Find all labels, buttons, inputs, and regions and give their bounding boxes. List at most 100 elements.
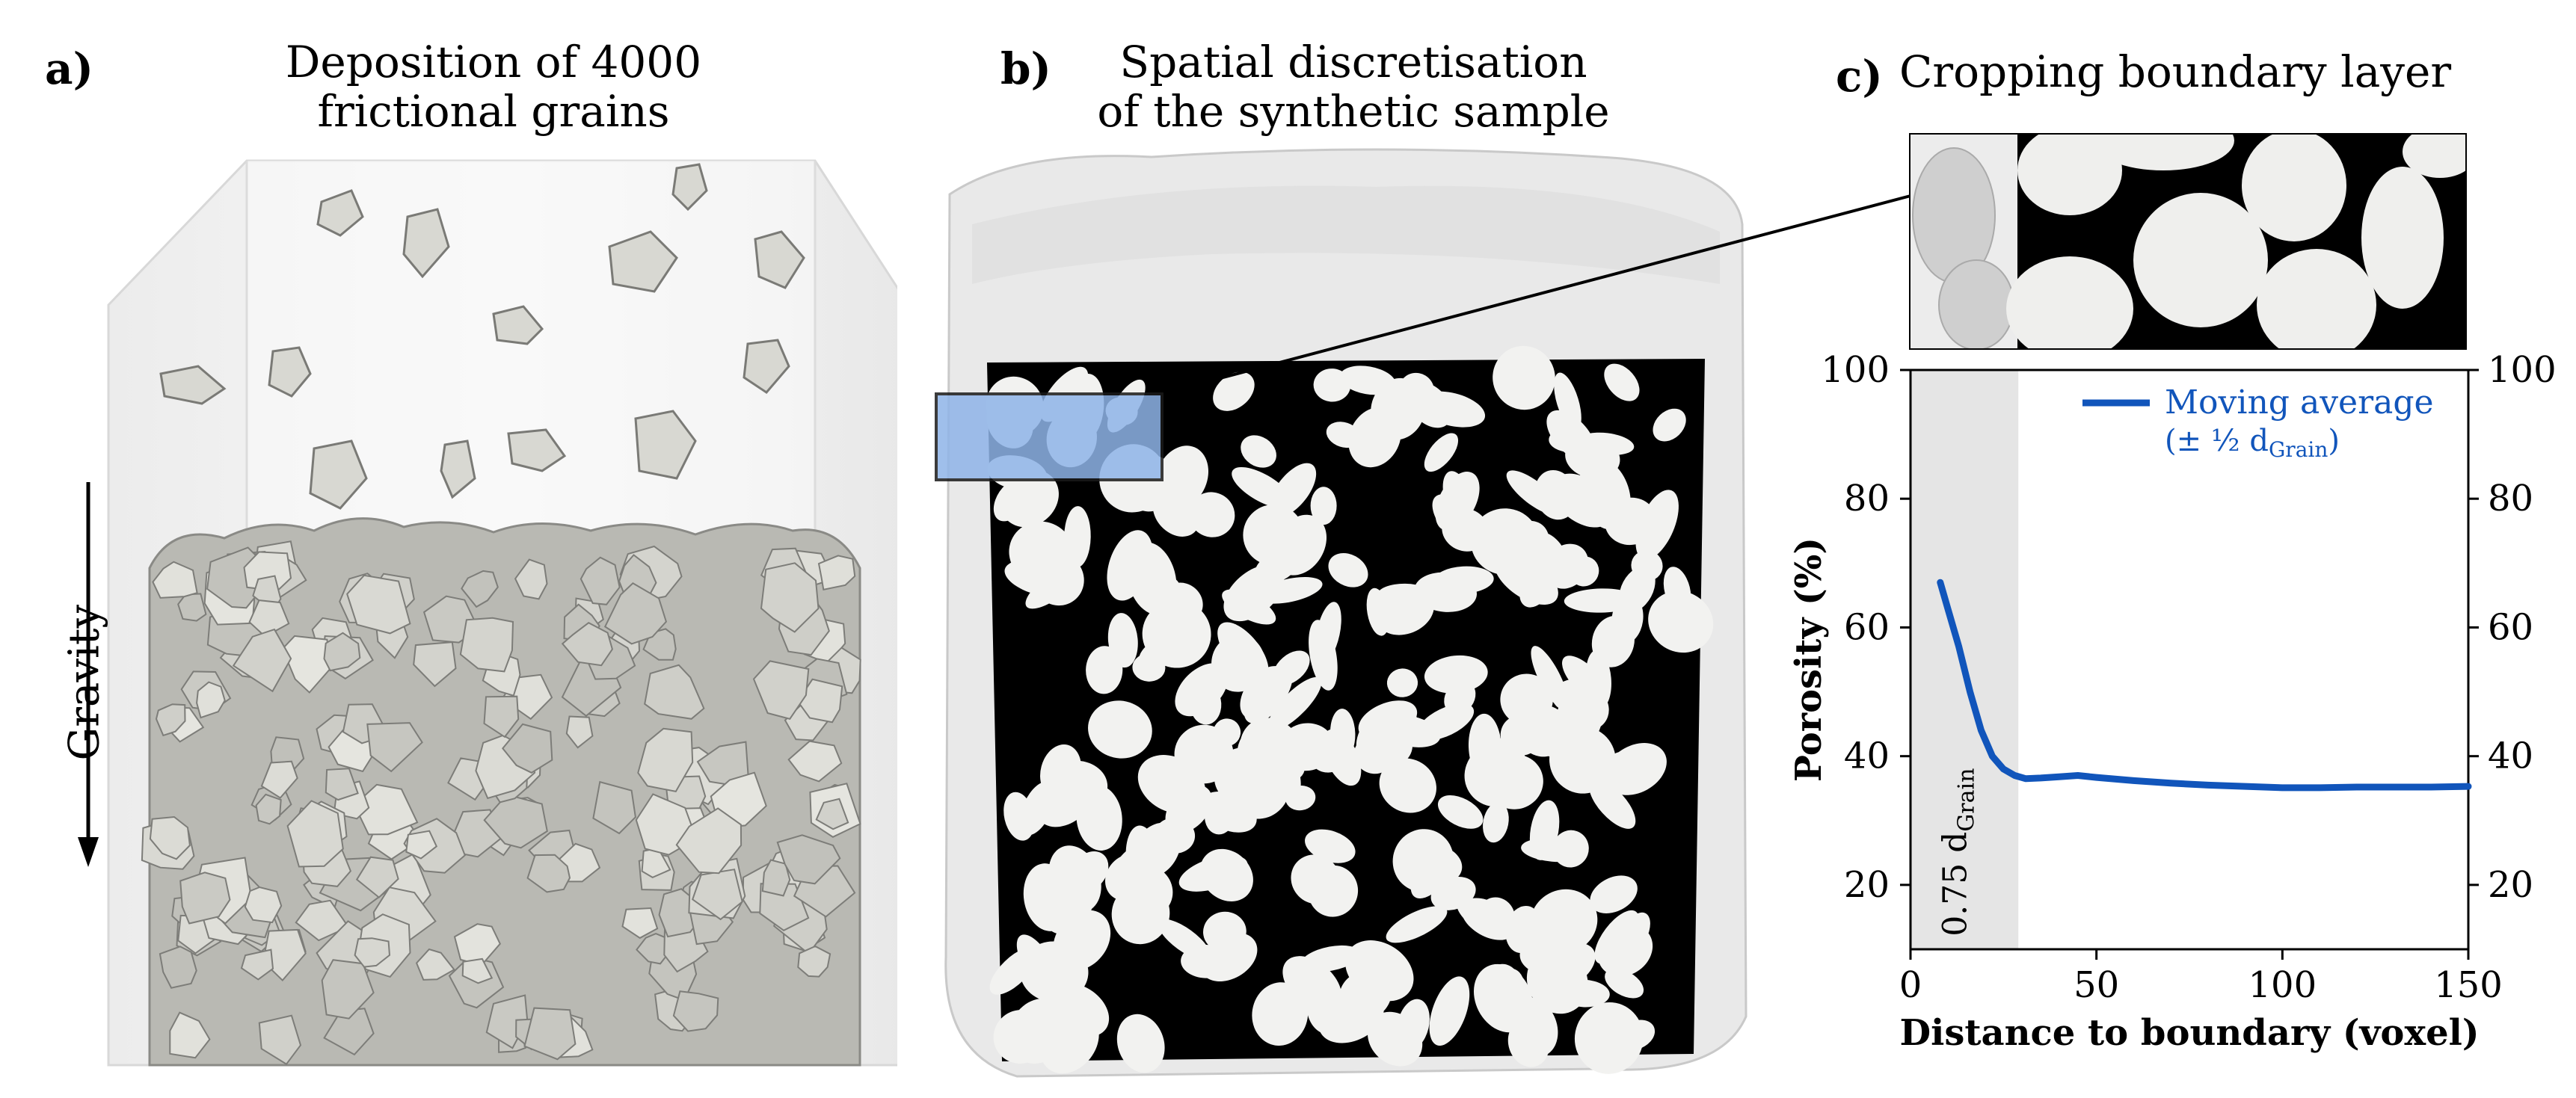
pile-grain xyxy=(483,695,520,738)
slice-grain xyxy=(1217,622,1269,681)
slice-grain xyxy=(1424,655,1488,694)
slice-grain xyxy=(1379,758,1436,813)
slice-grain xyxy=(1306,985,1343,1034)
pile-grain xyxy=(760,562,820,633)
slice-grain xyxy=(1178,855,1248,892)
slice-grain xyxy=(1122,860,1152,908)
slice-grain xyxy=(1279,723,1335,771)
pile-grain xyxy=(354,937,391,968)
right-y-tick-label: 100 xyxy=(2488,351,2557,391)
slice-grain xyxy=(1653,408,1686,442)
panel-b-title-line1: Spatial discretisation xyxy=(1119,37,1587,87)
pile-grain xyxy=(675,807,743,875)
slice-grain xyxy=(1564,588,1638,613)
panel-c-title: Cropping boundary layer xyxy=(1899,46,2452,97)
pile-grain xyxy=(523,1007,577,1061)
slice-grain xyxy=(1269,463,1317,517)
slice-grain xyxy=(1481,728,1524,784)
pile-grain xyxy=(621,907,659,940)
pile-grain xyxy=(155,703,186,737)
y-tick-label: 100 xyxy=(1821,351,1890,391)
legend-label-line2: (± ½ dGrain) xyxy=(2165,424,2340,462)
slice-grain xyxy=(1532,718,1581,761)
pile-grain xyxy=(346,574,411,635)
pile-grain xyxy=(295,899,350,942)
slice-grain xyxy=(1326,422,1362,448)
pile-grain xyxy=(244,886,283,924)
panel-a-title-line2: frictional grains xyxy=(317,86,670,137)
pile-grain xyxy=(502,723,553,774)
slice-grain xyxy=(1554,372,1581,431)
pile-grain xyxy=(255,793,282,825)
falling-grain xyxy=(743,339,790,394)
pile-grain xyxy=(177,593,207,622)
zoom-inset xyxy=(1909,133,2467,350)
falling-grain xyxy=(671,163,708,212)
slice-grain xyxy=(1367,1011,1423,1067)
slice-grain xyxy=(1315,602,1341,664)
pile-grain xyxy=(461,957,494,984)
slice-grain xyxy=(1433,566,1494,594)
slice-grain xyxy=(1493,345,1555,410)
pile-grain xyxy=(526,854,571,893)
pile-grain xyxy=(483,793,548,849)
slice-grain xyxy=(1116,558,1152,598)
inset-grains xyxy=(2006,133,2467,350)
pile-grain xyxy=(286,800,344,868)
pile-grain xyxy=(323,632,361,672)
slice-grain xyxy=(1589,779,1636,829)
pile-grain xyxy=(232,628,292,693)
pile-grain xyxy=(262,928,307,982)
slice-grain xyxy=(1131,822,1181,878)
slice-grain xyxy=(1305,829,1356,863)
slice-grain xyxy=(1267,676,1322,731)
plot-frame xyxy=(1909,368,2470,951)
pile-grain xyxy=(415,948,455,981)
slice-grain xyxy=(1328,552,1368,587)
slice-grain xyxy=(1530,889,1598,954)
pile-grain xyxy=(260,760,298,799)
slice-grain xyxy=(1088,700,1152,759)
slice-grain xyxy=(1003,952,1043,982)
falling-grain xyxy=(402,208,450,279)
slice-grains xyxy=(986,345,1714,1074)
panel-c-label: c) xyxy=(1836,51,1883,102)
falling-grain xyxy=(440,439,476,499)
slice-grain xyxy=(1252,982,1309,1046)
pile-grain xyxy=(366,722,423,773)
slice-grain xyxy=(1213,371,1255,411)
slice-grain xyxy=(1116,1014,1165,1073)
right-y-tick-label: 40 xyxy=(2488,735,2533,777)
slice-grain xyxy=(1424,433,1459,472)
discretised-sample-illustration xyxy=(935,148,1747,1078)
gravity-arrowhead xyxy=(78,837,99,867)
pile-grain xyxy=(637,727,694,793)
slice-grain xyxy=(1635,490,1679,560)
pile-grain xyxy=(258,1014,302,1066)
pile-grain xyxy=(815,798,849,830)
slice-grain xyxy=(1076,785,1122,851)
falling-grain xyxy=(309,439,368,510)
pile-grain xyxy=(149,815,191,860)
slice-grain xyxy=(1429,976,1470,1046)
slice-grain xyxy=(1594,751,1633,787)
falling-grain xyxy=(316,189,364,237)
falling-grain xyxy=(608,230,678,293)
slice-grain xyxy=(1199,932,1258,981)
right-y-tick-label: 60 xyxy=(2488,606,2533,648)
slice-grain xyxy=(1053,910,1111,971)
pile-grain xyxy=(565,715,594,749)
slice-grain xyxy=(1386,668,1418,697)
slice-grain xyxy=(1378,715,1441,747)
slice-grain xyxy=(1107,613,1138,668)
pile-grain xyxy=(179,872,231,925)
pile-grain xyxy=(776,834,841,885)
slice-grain xyxy=(1188,492,1235,537)
pile-grain xyxy=(692,869,743,921)
pile-grain-texture xyxy=(141,540,861,1066)
falling-grain xyxy=(159,365,227,405)
slice-grain xyxy=(1437,795,1484,829)
pile-grain xyxy=(240,949,274,981)
slice-grain xyxy=(1505,520,1549,567)
